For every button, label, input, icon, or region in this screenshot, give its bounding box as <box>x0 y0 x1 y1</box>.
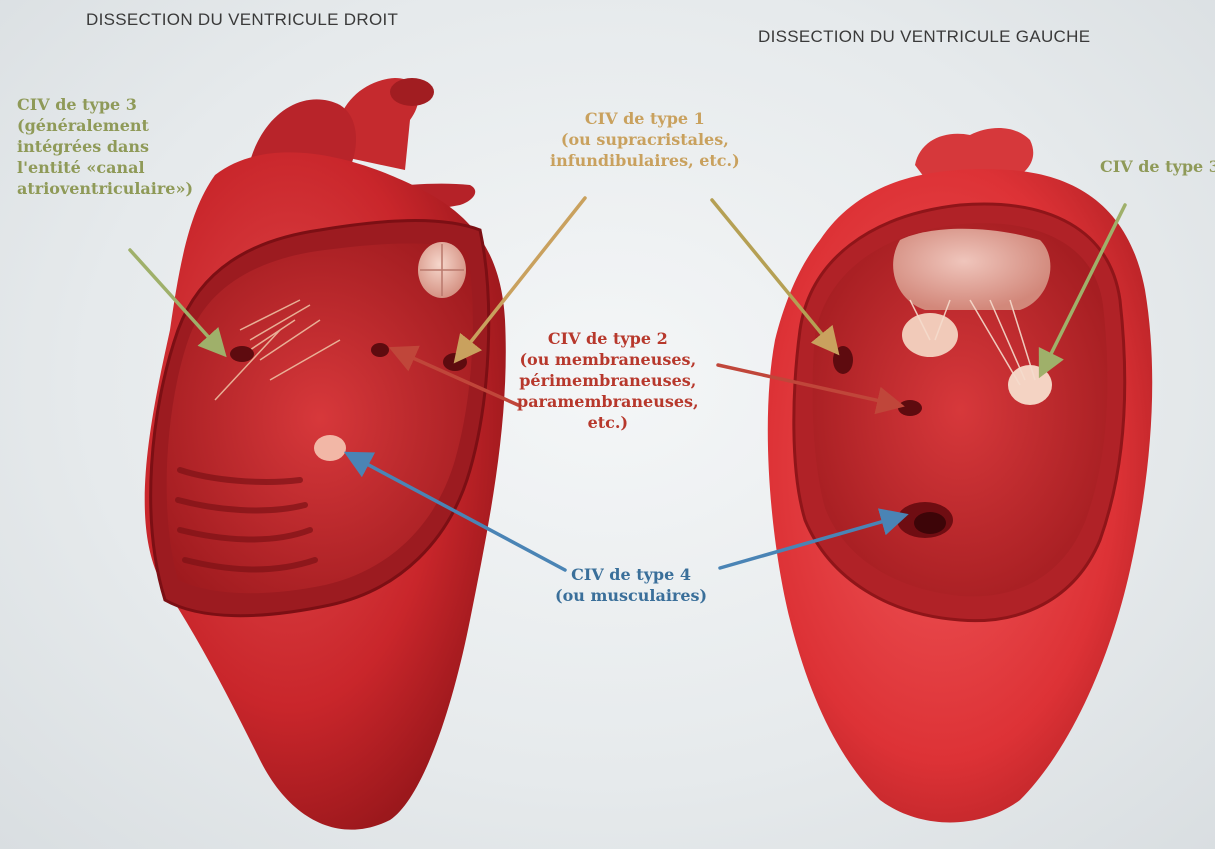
label-line: CIV de type 3 <box>1100 156 1215 177</box>
title-right-ventricle-dissection: DISSECTION DU VENTRICULE DROIT <box>86 10 398 30</box>
label-line: (ou supracristales, <box>550 129 740 150</box>
label-line: CIV de type 1 <box>550 108 740 129</box>
label-line: paramembraneuses, <box>517 391 699 412</box>
heart-left-ventricle <box>768 128 1152 822</box>
label-line: infundibulaires, etc.) <box>550 150 740 171</box>
label-civ-type3-left: CIV de type 3 (généralement intégrées da… <box>17 94 193 199</box>
label-line: (ou musculaires) <box>555 585 707 606</box>
label-civ-type3-right: CIV de type 3 <box>1100 156 1215 177</box>
label-line: périmembraneuses, <box>517 370 699 391</box>
label-civ-type1: CIV de type 1 (ou supracristales, infund… <box>550 108 740 171</box>
label-line: CIV de type 3 <box>17 94 193 115</box>
label-civ-type4: CIV de type 4 (ou musculaires) <box>555 564 707 606</box>
title-left-ventricle-dissection: DISSECTION DU VENTRICULE GAUCHE <box>758 27 1090 47</box>
label-line: (ou membraneuses, <box>517 349 699 370</box>
label-line: CIV de type 4 <box>555 564 707 585</box>
heart-right-ventricle <box>145 78 506 830</box>
label-line: etc.) <box>517 412 699 433</box>
label-civ-type2: CIV de type 2 (ou membraneuses, périmemb… <box>517 328 699 433</box>
label-line: l'entité «canal <box>17 157 193 178</box>
label-line: atrioventriculaire») <box>17 178 193 199</box>
label-line: intégrées dans <box>17 136 193 157</box>
label-line: (généralement <box>17 115 193 136</box>
label-line: CIV de type 2 <box>517 328 699 349</box>
